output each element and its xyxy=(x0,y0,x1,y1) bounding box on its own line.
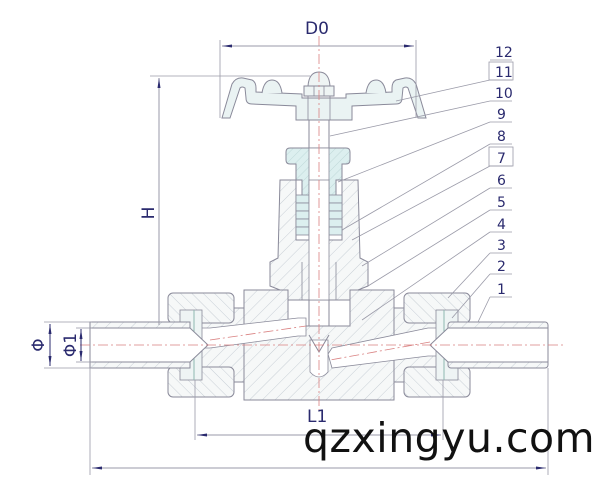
handwheel xyxy=(221,71,427,121)
dimension-overall-length xyxy=(89,368,549,475)
part-labels: 12 11 10 9 8 7 6 5 4 3 2 1 xyxy=(329,45,514,323)
dimension-phi: Φ xyxy=(29,321,92,369)
part-number-1: 1 xyxy=(497,282,506,298)
watermark: qzxingyu.com xyxy=(303,414,596,462)
part-number-5: 5 xyxy=(497,195,506,211)
centerlines xyxy=(80,36,565,410)
dimension-label-d0: D0 xyxy=(305,19,329,39)
dimension-label-l1: L1 xyxy=(307,407,327,427)
union-nut-left xyxy=(167,292,235,398)
part-number-4: 4 xyxy=(497,217,506,233)
dimension-h: H xyxy=(139,75,310,325)
part-number-12: 12 xyxy=(495,45,513,61)
dimension-d0: D0 xyxy=(219,19,417,118)
part-number-9: 9 xyxy=(497,107,506,123)
part-number-2: 2 xyxy=(497,259,506,275)
dimension-label-h: H xyxy=(139,207,159,220)
part-number-10: 10 xyxy=(495,86,513,102)
part-number-7: 7 xyxy=(497,151,506,167)
dimension-label-phi: Φ xyxy=(29,338,49,351)
dimension-l1: L1 xyxy=(194,380,444,440)
dimension-phi1: Φ1 xyxy=(61,327,92,363)
part-number-6: 6 xyxy=(497,173,506,189)
dimension-label-phi1: Φ1 xyxy=(61,333,81,357)
part-number-11: 11 xyxy=(495,65,513,81)
part-number-3: 3 xyxy=(497,238,506,254)
part-number-8: 8 xyxy=(497,129,506,145)
